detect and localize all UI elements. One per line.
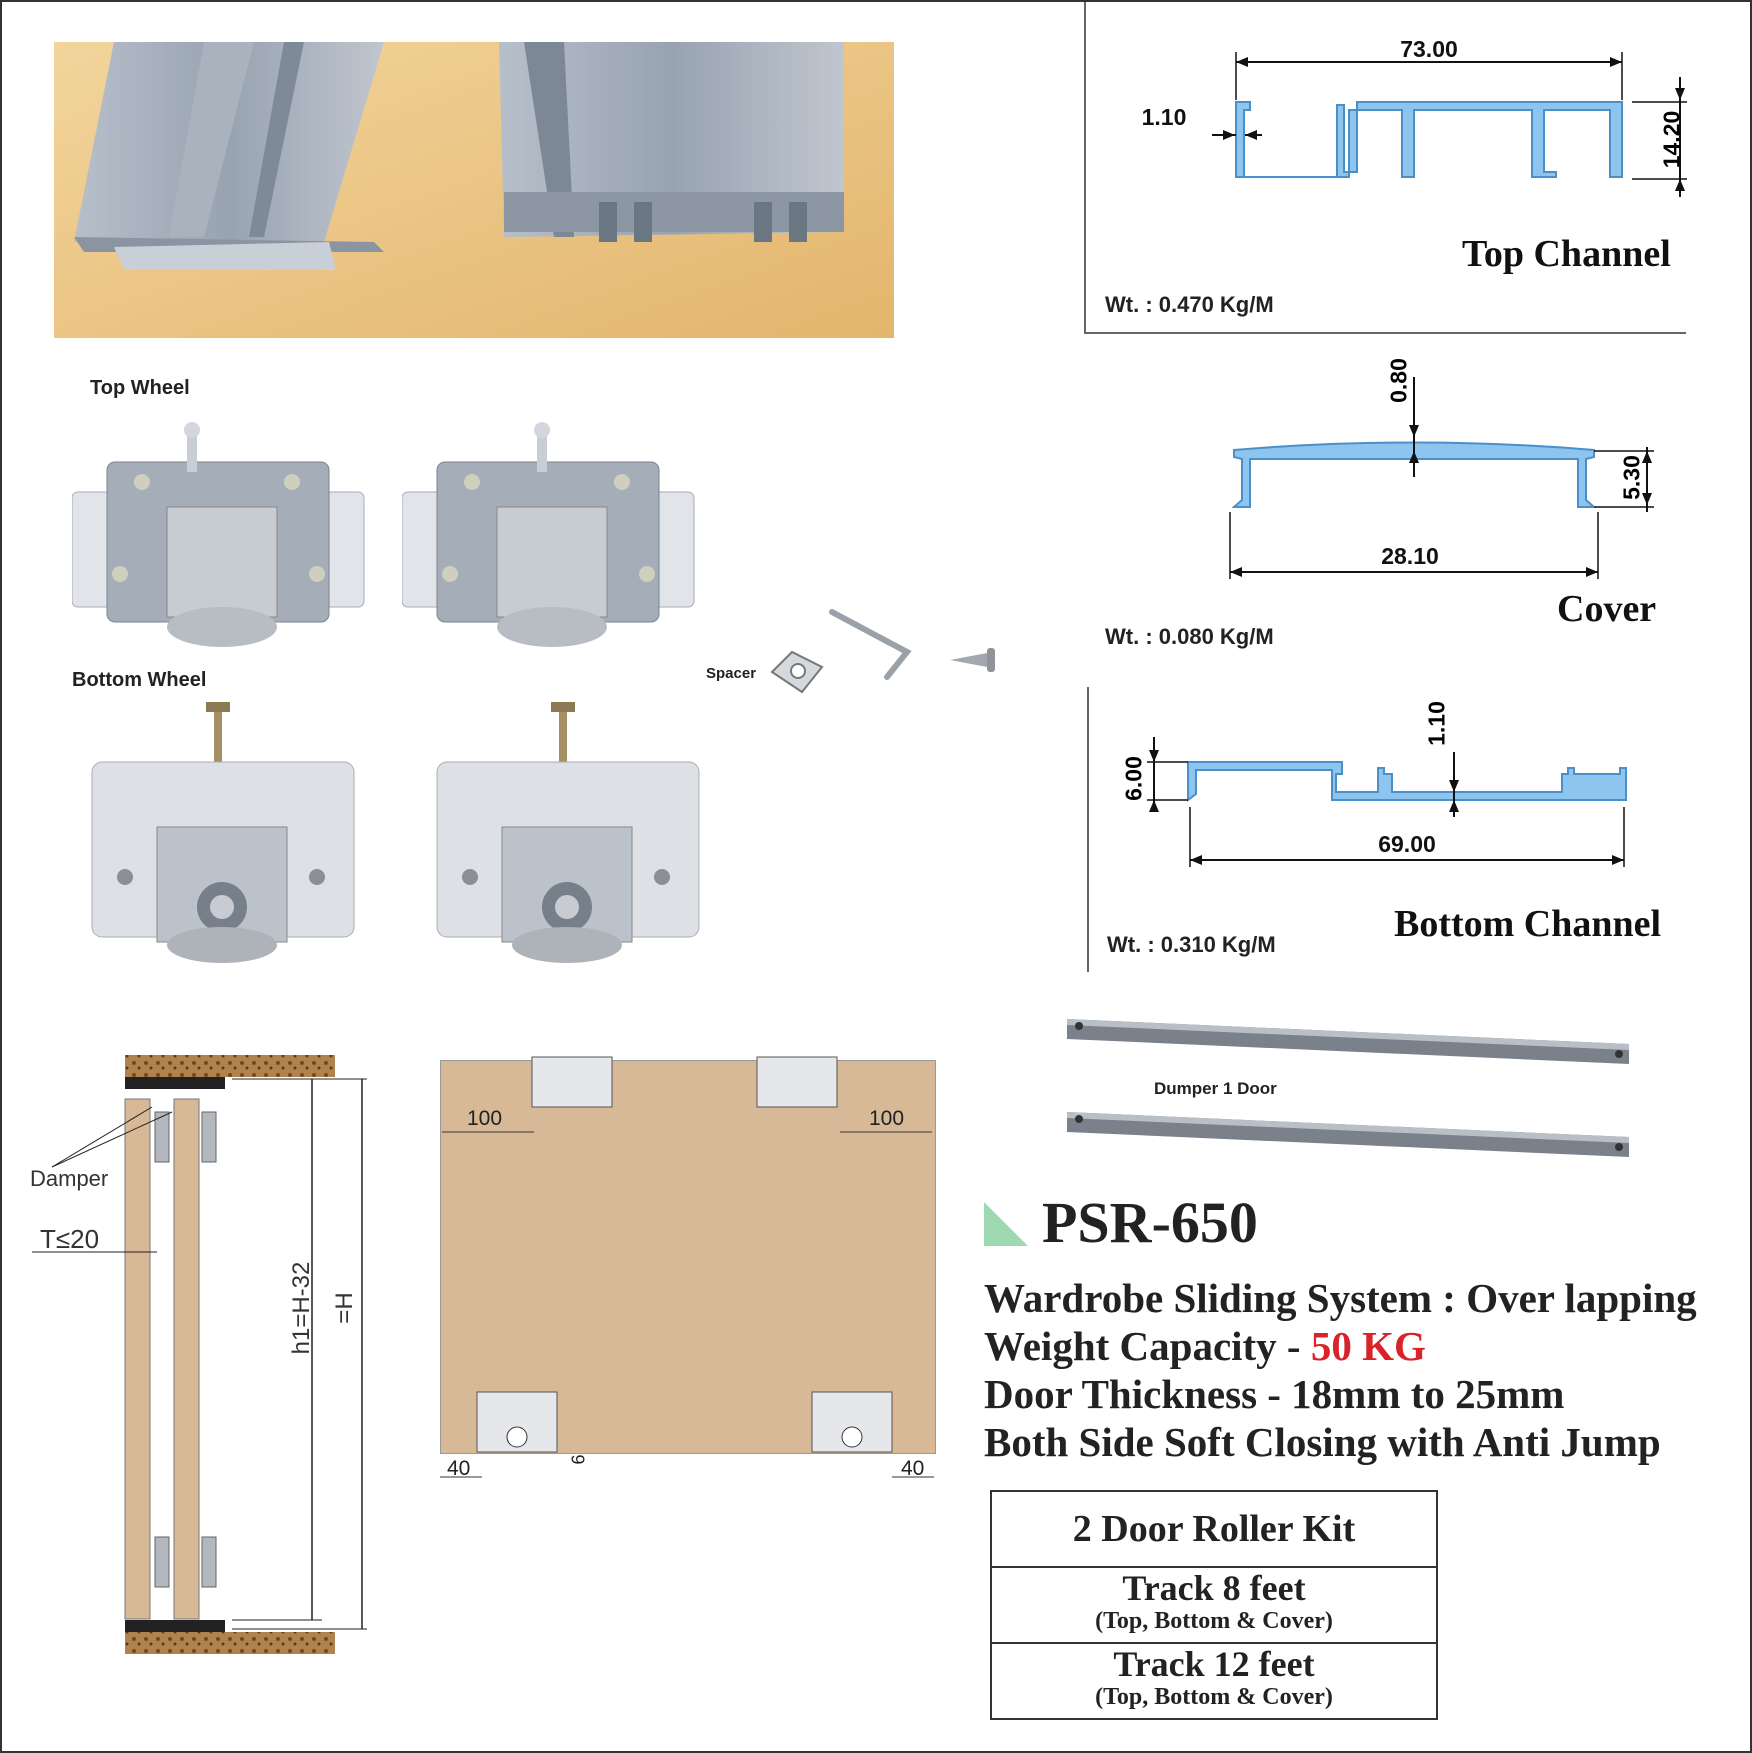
kit-table-row: Track 8 feet (Top, Bottom & Cover) — [992, 1568, 1436, 1644]
spacer-label: Spacer — [706, 665, 757, 682]
cover-height: 5.30 — [1618, 455, 1645, 500]
side-section-drawing — [32, 1055, 367, 1654]
top-channel-panel — [1084, 2, 1686, 334]
bottom-channel-panel — [1087, 687, 1089, 972]
top-channel-width: 73.00 — [1400, 36, 1458, 62]
door-fittings — [440, 1056, 934, 1478]
cover-profile: 28.10 — [1229, 377, 1654, 579]
weight-label: Weight Capacity - — [984, 1323, 1311, 1369]
bottom-left-offset: 40 — [447, 1457, 471, 1480]
kit-table-row: Track 12 feet (Top, Bottom & Cover) — [992, 1644, 1436, 1718]
top-right-offset: 100 — [869, 1107, 905, 1130]
top-wheel-left — [72, 422, 365, 647]
spec-line-system: Wardrobe Sliding System : Over lapping — [984, 1275, 1697, 1321]
damper-rail-bottom — [1067, 1112, 1629, 1157]
kit-table: 2 Door Roller Kit Track 8 feet (Top, Bot… — [990, 1490, 1438, 1720]
spacer-icon — [770, 650, 824, 694]
bottom-channel-height: 6.00 — [1120, 756, 1147, 801]
door-panel — [440, 1060, 936, 1454]
bottom-wheel-right — [436, 702, 700, 963]
thickness-callout: T≤20 — [40, 1224, 100, 1254]
H-dimension: =H — [331, 1292, 358, 1324]
cover-title: Cover — [1557, 588, 1657, 630]
bottom-gap: 6 — [568, 1454, 589, 1465]
top-channel-wall: 1.10 — [1142, 104, 1187, 130]
profile-photo — [54, 42, 894, 338]
kit-table-header: 2 Door Roller Kit — [992, 1492, 1436, 1568]
kit-row-title: Track 8 feet — [1122, 1568, 1306, 1608]
top-wheel-right — [402, 422, 695, 647]
bottom-wheel-left — [91, 702, 355, 963]
allen-key-icon — [829, 609, 912, 680]
screw-icon — [950, 648, 995, 672]
damper-callout: Damper — [30, 1166, 109, 1191]
spec-line-thickness: Door Thickness - 18mm to 25mm — [984, 1371, 1565, 1417]
bottom-channel-width: 69.00 — [1378, 831, 1436, 857]
bottom-channel-title: Bottom Channel — [1394, 903, 1662, 945]
bottom-channel-weight: Wt. : 0.310 Kg/M — [1107, 932, 1276, 957]
bottom-channel-wall: 1.10 — [1423, 701, 1450, 746]
model-number: PSR-650 — [1042, 1190, 1258, 1255]
top-wheel-label: Top Wheel — [90, 377, 190, 399]
top-channel-weight: Wt. : 0.470 Kg/M — [1105, 292, 1274, 317]
damper-rail-label: Dumper 1 Door — [1154, 1079, 1277, 1098]
cover-weight: Wt. : 0.080 Kg/M — [1105, 624, 1274, 649]
top-channel-title: Top Channel — [1462, 233, 1671, 275]
top-channel-height-label: 14.20 — [1658, 110, 1685, 169]
cover-width: 28.10 — [1381, 543, 1439, 569]
weight-value: 50 KG — [1310, 1323, 1426, 1369]
kit-row-sub: (Top, Bottom & Cover) — [1095, 1684, 1333, 1710]
bottom-channel-profile: 69.00 — [1147, 737, 1627, 867]
bottom-wheel-label: Bottom Wheel — [72, 669, 207, 691]
cover-thickness: 0.80 — [1385, 358, 1412, 403]
top-channel-profile: 73.00 1.10 — [1142, 36, 1687, 197]
spec-line-weight: Weight Capacity - 50 KG — [984, 1322, 1426, 1370]
bottom-right-offset: 40 — [901, 1457, 925, 1480]
accent-triangle-icon — [984, 1202, 1028, 1246]
kit-row-title: Track 12 feet — [1113, 1644, 1315, 1684]
top-left-offset: 100 — [467, 1107, 503, 1130]
h1-dimension: h1=H-32 — [288, 1261, 315, 1355]
damper-rail-top — [1067, 1019, 1629, 1064]
spec-line-closing: Both Side Soft Closing with Anti Jump — [984, 1419, 1661, 1465]
kit-row-sub: (Top, Bottom & Cover) — [1095, 1608, 1333, 1634]
